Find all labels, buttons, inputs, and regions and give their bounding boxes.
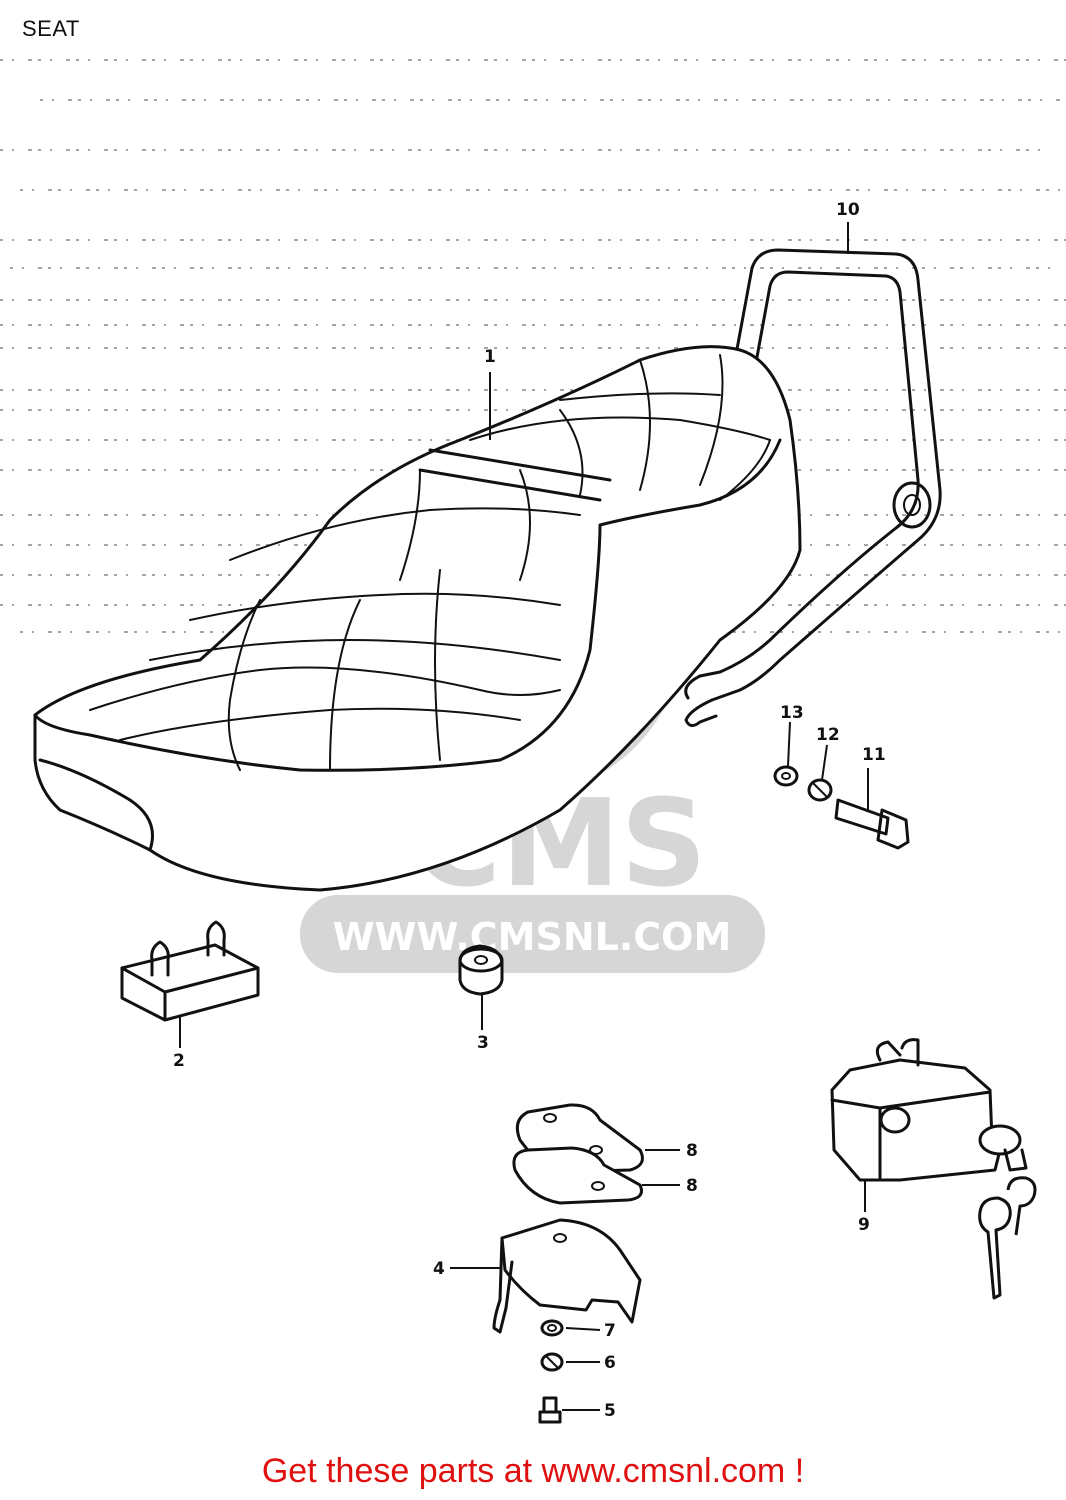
part-9-seat-lock (830, 1038, 1037, 1300)
part-10-grab-rail (684, 248, 942, 727)
page-title: SEAT (22, 16, 80, 41)
part-13-washer (773, 765, 799, 787)
watermark-url: WWW.CMSNL.COM (333, 915, 732, 959)
label-part-8-upper: 8 (686, 1141, 698, 1161)
part-7-washer (540, 1319, 564, 1337)
leader-lines (179, 222, 869, 1411)
label-part-1: 1 (484, 347, 496, 367)
label-part-10: 10 (836, 200, 860, 220)
label-part-5: 5 (604, 1401, 616, 1421)
part-4-bracket (492, 1218, 642, 1334)
label-part-12: 12 (816, 725, 840, 745)
label-part-3: 3 (477, 1033, 489, 1053)
part-1-seat (33, 345, 802, 892)
label-part-13: 13 (780, 703, 804, 723)
part-6-washer (540, 1352, 564, 1372)
label-part-11: 11 (862, 745, 886, 765)
part-5-bolt (538, 1396, 562, 1424)
part-12-lock-washer (807, 778, 833, 802)
label-part-6: 6 (604, 1353, 616, 1373)
part-2-rubber-mount (120, 920, 260, 1022)
part-3-cushion (458, 944, 504, 996)
label-part-2: 2 (173, 1051, 185, 1071)
footer-cta-link[interactable]: Get these parts at www.cmsnl.com ! (261, 1452, 805, 1490)
part-labels: 1 2 3 4 5 6 7 8 8 9 10 11 12 13 (173, 200, 886, 1421)
label-part-7: 7 (604, 1321, 616, 1341)
label-part-9: 9 (858, 1215, 870, 1235)
part-8-plates (512, 1103, 644, 1205)
part-11-bolt (834, 798, 910, 850)
label-part-8-lower: 8 (686, 1176, 698, 1196)
label-part-4: 4 (433, 1259, 445, 1279)
